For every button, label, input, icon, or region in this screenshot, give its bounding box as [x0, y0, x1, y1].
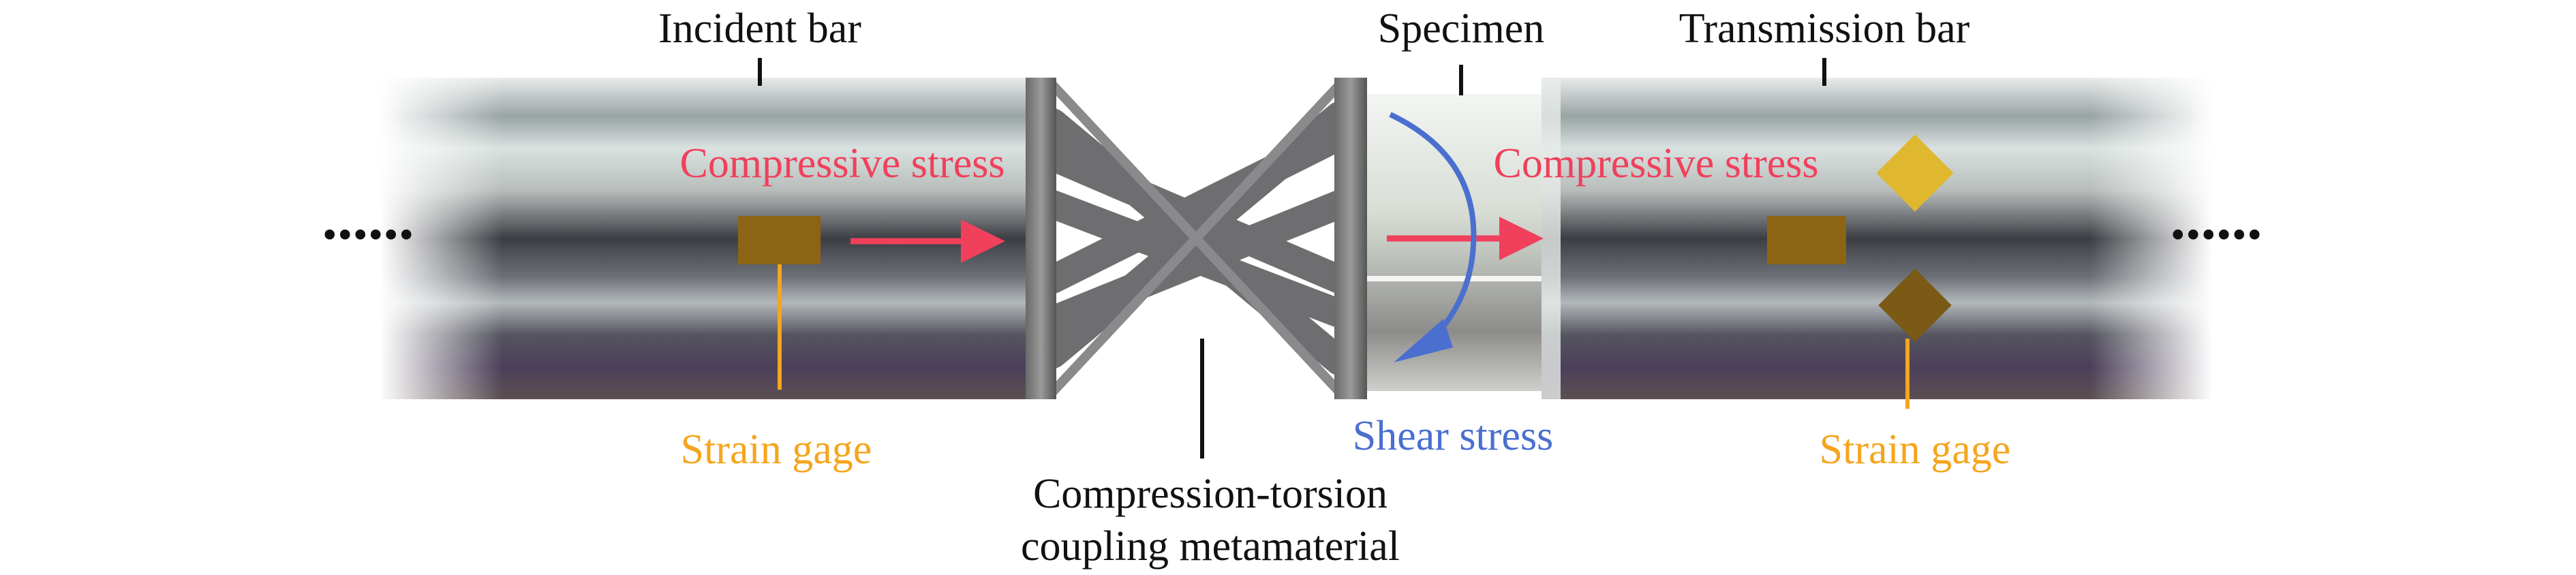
- shear-arrow: [1389, 112, 1477, 362]
- compressive-arrow-left: [850, 219, 1005, 263]
- compressive-stress-label-left: Compressive stress: [679, 140, 1005, 187]
- strain-gage-right: [1767, 216, 1846, 264]
- compressive-arrow-right: [1387, 217, 1544, 260]
- leader-lines: [758, 58, 1826, 459]
- compressive-stress-label-right: Compressive stress: [1493, 140, 1818, 187]
- incident-bar-label: Incident bar: [658, 5, 861, 52]
- gage-leader-lines: [778, 264, 1910, 409]
- transmission-bar-label: Transmission bar: [1679, 5, 1970, 52]
- metamaterial: [1026, 78, 1367, 399]
- strain-gage-right-top-diamond: [1876, 134, 1954, 212]
- shear-stress-label: Shear stress: [1353, 413, 1553, 459]
- continuation-dots-right: ......: [2171, 185, 2263, 252]
- metamaterial-label-line1: Compression-torsion: [1033, 471, 1387, 517]
- specimen-label: Specimen: [1378, 5, 1545, 52]
- continuation-dots-left: ......: [322, 185, 414, 252]
- strain-gage-left: [738, 216, 821, 264]
- metamaterial-label-line2: coupling metamaterial: [1021, 523, 1400, 570]
- strain-gage-label-right: Strain gage: [1820, 426, 2011, 473]
- strain-gage-label-left: Strain gage: [681, 426, 872, 473]
- transmission-bar: [1542, 78, 2213, 399]
